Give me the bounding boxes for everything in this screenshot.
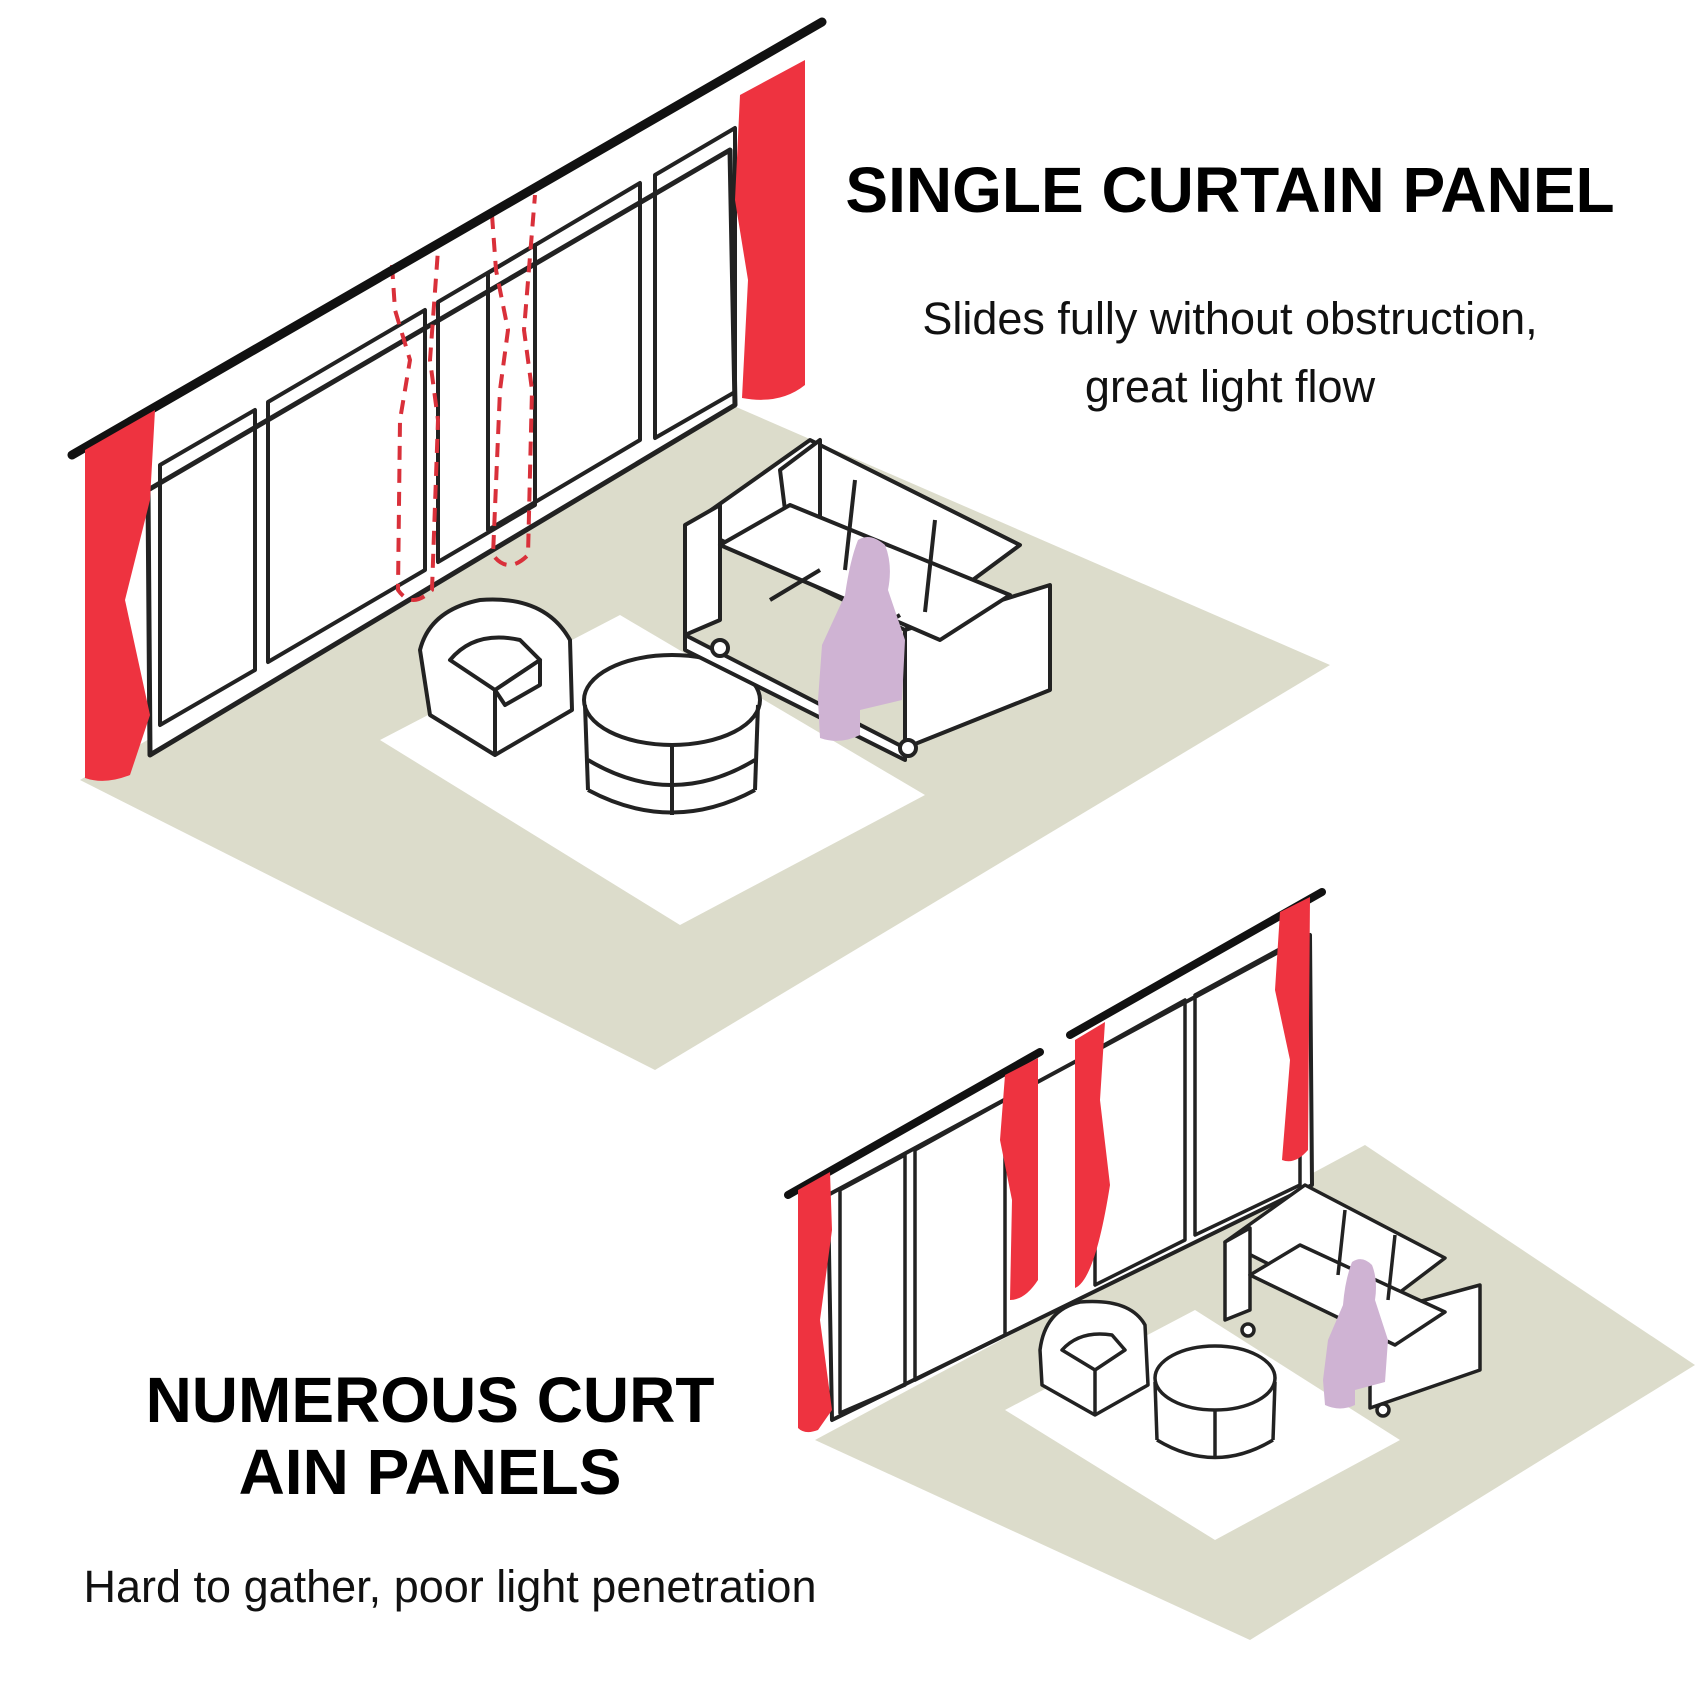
curtain-rod	[784, 1048, 1044, 1199]
curtain-left	[85, 410, 155, 781]
scene-single-curtain	[67, 17, 1330, 1070]
curtain	[1275, 897, 1310, 1162]
curtain-right	[735, 60, 805, 400]
armchair	[418, 597, 574, 757]
title-line: NUMEROUS CURT	[145, 1364, 715, 1436]
description-line: Slides fully without obstruction,	[922, 293, 1538, 344]
curtain	[1000, 1058, 1038, 1300]
dashed-curtain-outline	[390, 249, 440, 602]
person	[818, 536, 905, 741]
window-pane	[486, 181, 642, 532]
window-pane	[266, 308, 427, 664]
numerous-curtains-description: Hard to gather, poor light penetration	[83, 1561, 817, 1612]
curtain	[1075, 1022, 1110, 1288]
curtain-rod	[67, 17, 827, 460]
numerous-curtains-title: NUMEROUS CURT AIN PANELS	[70, 1364, 790, 1508]
armchair	[1038, 1299, 1150, 1417]
single-curtain-title: SINGLE CURTAIN PANEL	[845, 154, 1615, 226]
coffee-table	[1153, 1344, 1277, 1460]
single-curtain-description: Slides fully without obstruction, great …	[780, 285, 1680, 420]
window-pane	[1193, 936, 1302, 1237]
window-pane	[653, 126, 737, 440]
person	[1323, 1259, 1388, 1409]
curtain	[798, 1172, 832, 1433]
description-line: great light flow	[1084, 360, 1376, 412]
title-line: AIN PANELS	[238, 1435, 622, 1508]
window-pane	[158, 408, 257, 727]
scene-numerous-curtains	[784, 888, 1695, 1640]
window-pane	[913, 1098, 1007, 1382]
coffee-table	[582, 653, 762, 815]
window-pane	[838, 1153, 907, 1415]
dashed-curtain-outline	[490, 194, 537, 567]
